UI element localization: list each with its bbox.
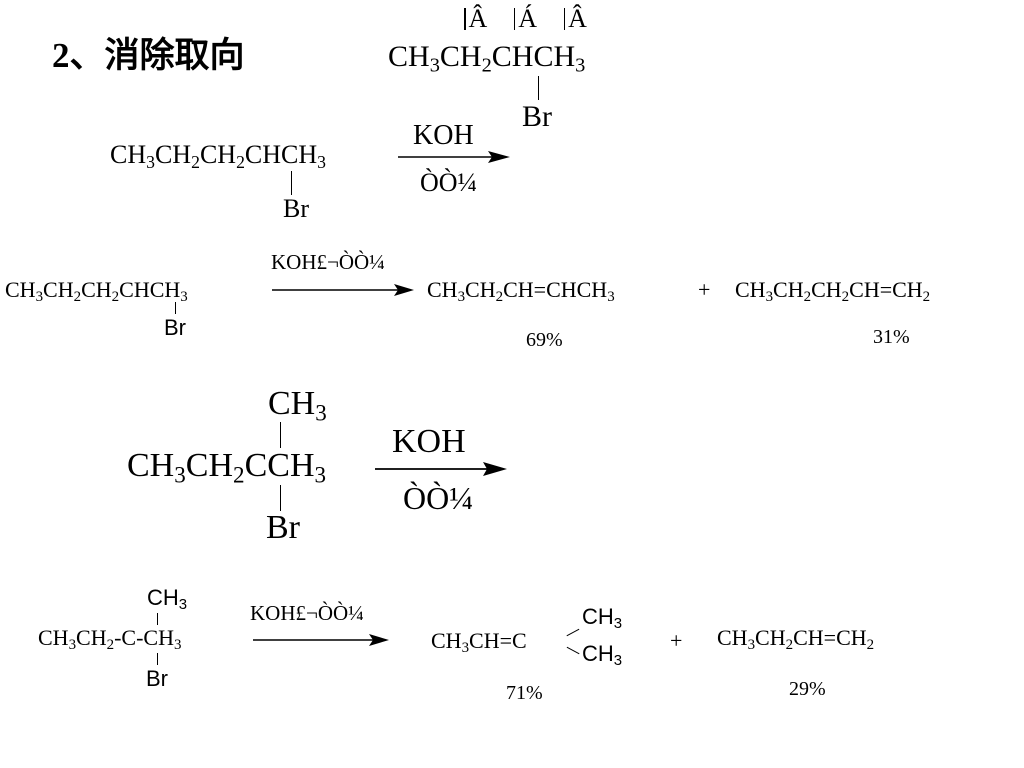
reaction1-bond bbox=[291, 171, 293, 195]
reaction3-reagent-bottom: ÒÒ¼ bbox=[403, 480, 474, 516]
position-markers: Â Á Â bbox=[464, 6, 587, 32]
reaction3-reactant: CH3CH2CCH3 bbox=[127, 447, 327, 489]
reaction4-substituent: Br bbox=[146, 666, 168, 691]
reaction3-reagent-top: KOH bbox=[392, 423, 466, 460]
reaction4-arrow bbox=[253, 634, 389, 646]
reaction4-yield1: 71% bbox=[506, 682, 543, 704]
reaction2-reactant: CH3CH2CH2CHCH3 bbox=[5, 277, 188, 306]
example-substituent: Br bbox=[522, 100, 552, 133]
reaction3-substituent: Br bbox=[266, 509, 300, 546]
reaction1-substituent: Br bbox=[283, 194, 309, 223]
marker-tick bbox=[464, 8, 466, 30]
marker-tick bbox=[563, 8, 566, 30]
reaction4-reagent: KOH£¬ÒÒ¼ bbox=[250, 601, 364, 625]
marker-beta: Á bbox=[518, 4, 538, 33]
reaction1-arrow bbox=[398, 151, 510, 163]
reaction4-branch-bond-top bbox=[566, 628, 580, 637]
reaction1-reagent-top: KOH bbox=[413, 120, 474, 151]
reaction2-product1: CH3CH2CH=CHCH3 bbox=[427, 277, 615, 306]
reaction3-arrow bbox=[375, 462, 507, 476]
reaction4-top-group: CH3 bbox=[147, 585, 188, 614]
reaction4-branch-bond-bottom bbox=[566, 646, 580, 655]
reaction2-yield1: 69% bbox=[526, 329, 563, 351]
reaction2-substituent: Br bbox=[164, 315, 186, 340]
reaction4-bond-top bbox=[157, 613, 159, 625]
reaction4-branch-bottom: CH3 bbox=[582, 641, 623, 670]
reaction3-top-group: CH3 bbox=[268, 385, 327, 427]
example-bond bbox=[538, 76, 540, 100]
reaction3-bond-bottom bbox=[280, 485, 282, 511]
reaction3-bond-top bbox=[280, 422, 282, 448]
slide-title: 2、消除取向 bbox=[52, 36, 245, 75]
reaction4-yield2: 29% bbox=[789, 678, 826, 700]
reaction4-product1: CH3CH=C bbox=[431, 628, 527, 657]
marker-gamma: Â bbox=[568, 4, 587, 33]
reaction2-product2: CH3CH2CH2CH=CH2 bbox=[735, 277, 931, 306]
reaction4-plus: + bbox=[670, 628, 683, 653]
example-formula: CH3CH2CHCH3 bbox=[388, 40, 586, 77]
reaction2-plus: + bbox=[698, 277, 711, 302]
reaction2-arrow bbox=[272, 284, 414, 296]
reaction2-bond bbox=[175, 302, 177, 314]
reaction1-reagent-bottom: ÒÒ¼ bbox=[420, 168, 478, 197]
reaction4-product2: CH3CH2CH=CH2 bbox=[717, 625, 875, 654]
reaction2-yield2: 31% bbox=[873, 326, 910, 348]
reaction2-reagent: KOH£¬ÒÒ¼ bbox=[271, 250, 385, 274]
marker-alpha: Â bbox=[468, 4, 488, 33]
reaction4-reactant: CH3CH2-C-CH3 bbox=[38, 625, 182, 654]
reaction1-reactant: CH3CH2CH2CHCH3 bbox=[110, 140, 326, 172]
reaction4-bond-bottom bbox=[157, 653, 159, 665]
reaction4-branch-top: CH3 bbox=[582, 604, 623, 633]
marker-tick bbox=[513, 8, 516, 30]
